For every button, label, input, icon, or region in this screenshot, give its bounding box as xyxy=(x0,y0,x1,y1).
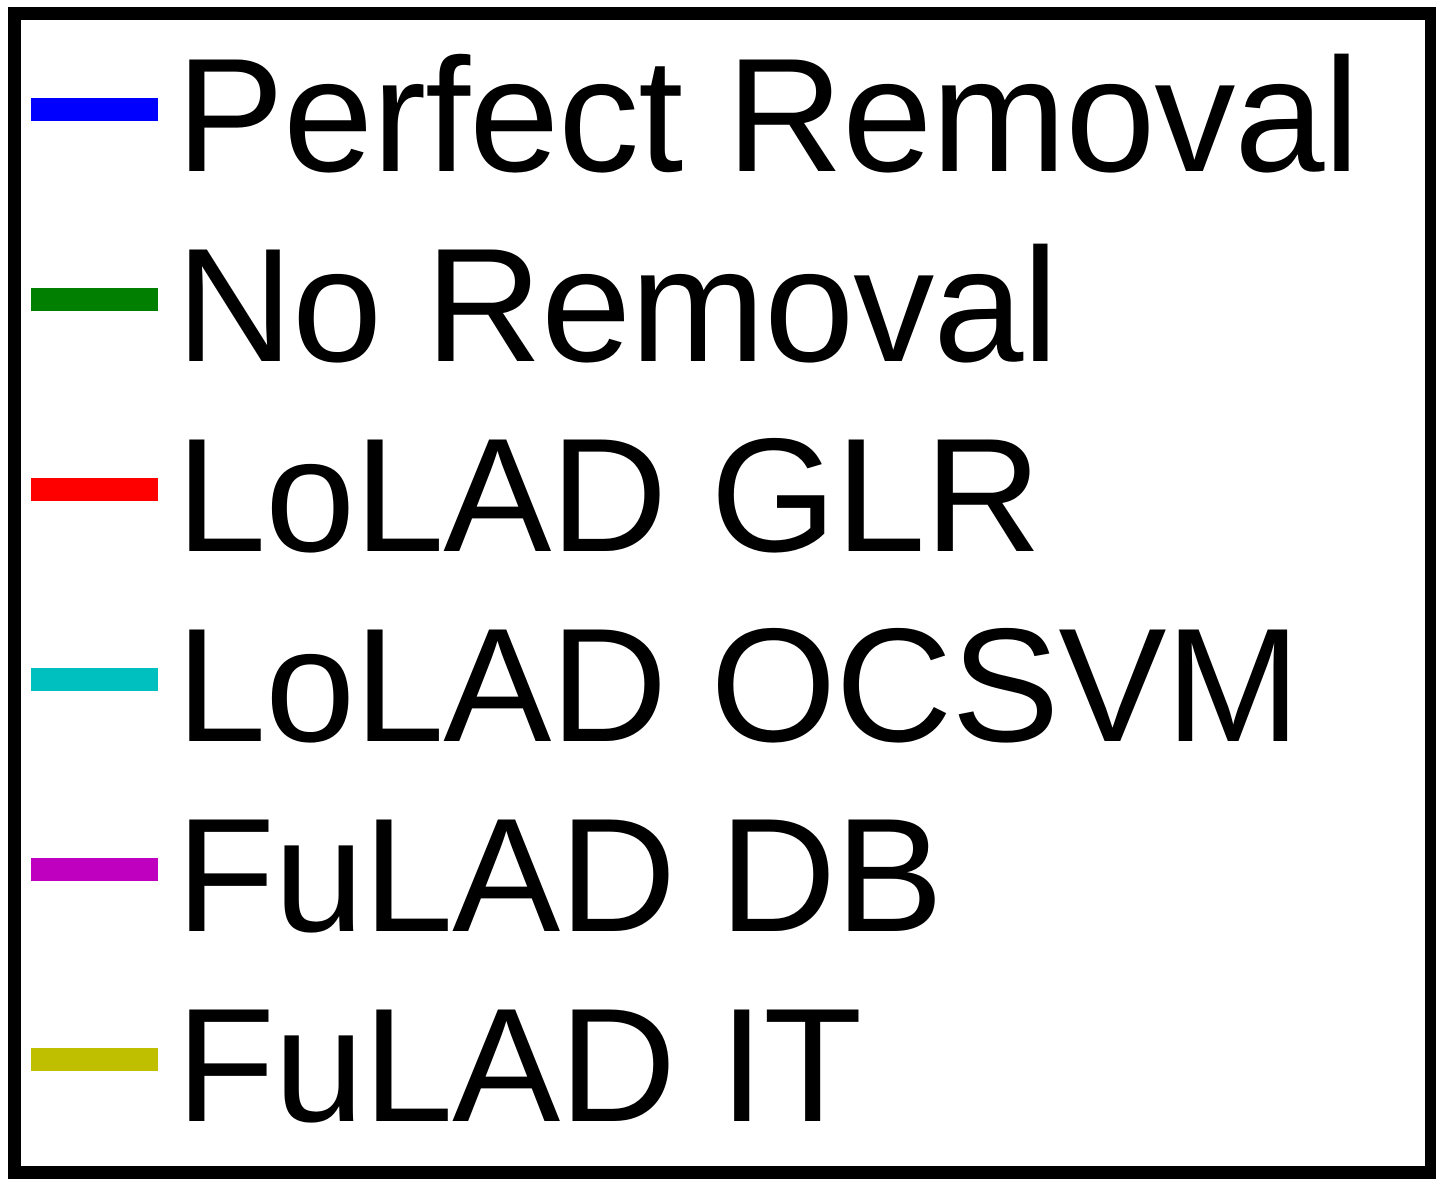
legend-label: LoLAD OCSVM xyxy=(176,595,1300,776)
legend-swatch xyxy=(31,668,158,691)
legend-label: LoLAD GLR xyxy=(176,405,1041,586)
legend-label: No Removal xyxy=(176,215,1058,396)
legend-entry: FuLAD IT xyxy=(21,970,1425,1160)
legend-entry: LoLAD GLR xyxy=(21,400,1425,590)
legend-swatch xyxy=(31,478,158,501)
legend-entry: No Removal xyxy=(21,210,1425,400)
legend-label: Perfect Removal xyxy=(176,25,1359,206)
legend-entry: FuLAD DB xyxy=(21,780,1425,970)
legend-entry: Perfect Removal xyxy=(21,20,1425,210)
legend-entry: LoLAD OCSVM xyxy=(21,590,1425,780)
legend-swatch xyxy=(31,858,158,881)
legend-label: FuLAD DB xyxy=(176,785,943,966)
legend-swatch xyxy=(31,288,158,311)
legend-swatch xyxy=(31,98,158,121)
legend-swatch xyxy=(31,1048,158,1071)
legend-label: FuLAD IT xyxy=(176,975,862,1156)
